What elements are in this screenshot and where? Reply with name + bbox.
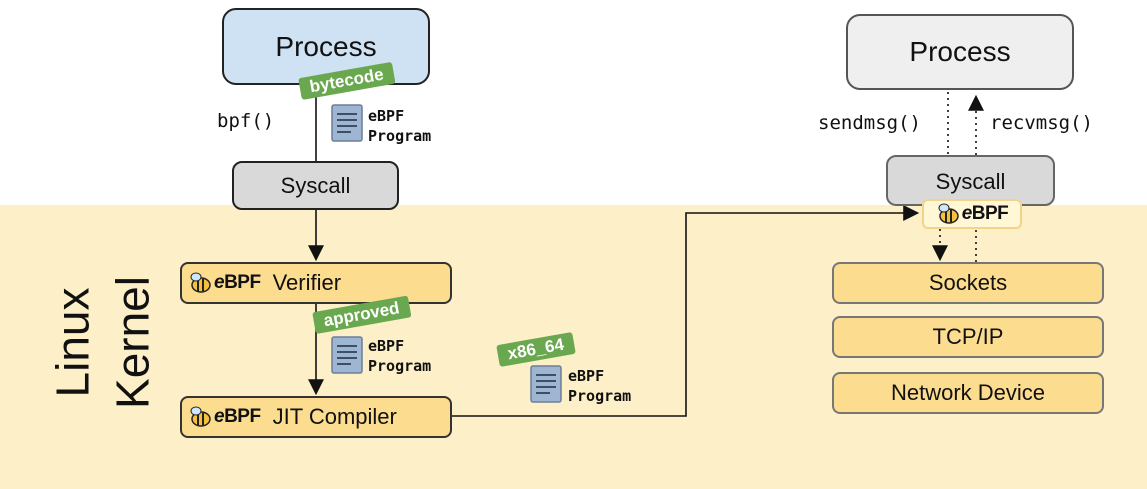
document-icon [331, 336, 363, 379]
kernel-label-line1: Linux [46, 287, 98, 398]
tcpip-box: TCP/IP [832, 316, 1104, 358]
verifier-label: Verifier [272, 270, 342, 295]
program-label-line2: Program [568, 387, 632, 405]
bee-icon [190, 406, 211, 427]
kernel-label: Linux Kernel [15, 263, 190, 423]
ebpf-logo: eBPF [936, 202, 1009, 226]
process-box-right: Process [846, 14, 1074, 90]
ebpf-logo: eBPF [188, 405, 261, 429]
logo-bpf: BPF [971, 203, 1009, 224]
document-icon [331, 104, 363, 147]
verifier-box: eBPF Verifier [180, 262, 452, 304]
ebpf-logo: eBPF [188, 271, 261, 295]
program-label-line1: eBPF [368, 337, 405, 355]
process-label: Process [275, 30, 377, 62]
syscall-label: Syscall [280, 172, 351, 198]
network-device-label: Network Device [890, 380, 1046, 405]
program-label-line1: eBPF [568, 367, 605, 385]
process-label: Process [909, 36, 1011, 67]
sockets-label: Sockets [928, 270, 1008, 295]
bee-icon [938, 203, 959, 224]
program-label-native: eBPF Program [568, 366, 631, 406]
logo-bpf: BPF [224, 406, 261, 427]
program-label-line2: Program [368, 357, 432, 375]
sockets-box: Sockets [832, 262, 1104, 304]
jit-compiler-box: eBPF JIT Compiler [180, 396, 452, 438]
logo-e: e [214, 272, 225, 293]
program-label-left: eBPF Program [368, 106, 431, 146]
program-label-line1: eBPF [368, 107, 405, 125]
bee-icon [190, 272, 211, 293]
jit-to-hook-arrow [452, 205, 920, 417]
bpf-call-label: bpf() [217, 110, 275, 132]
recvmsg-label: recvmsg() [990, 112, 1093, 134]
sendmsg-label: sendmsg() [818, 112, 921, 134]
jit-label: JIT Compiler [272, 404, 397, 429]
program-label-line2: Program [368, 127, 432, 145]
syscall-box-left: Syscall [232, 161, 399, 210]
logo-e: e [961, 203, 973, 224]
tcpip-label: TCP/IP [932, 324, 1004, 349]
document-icon [530, 365, 562, 408]
network-device-box: Network Device [832, 372, 1104, 414]
ebpf-hook-badge: eBPF [922, 199, 1022, 229]
logo-e: e [214, 406, 225, 427]
process-box-left: Process [222, 8, 430, 85]
syscall-label: Syscall [935, 169, 1006, 194]
kernel-label-line2: Kernel [106, 276, 158, 409]
program-label-approved: eBPF Program [368, 336, 431, 376]
logo-bpf: BPF [224, 272, 261, 293]
